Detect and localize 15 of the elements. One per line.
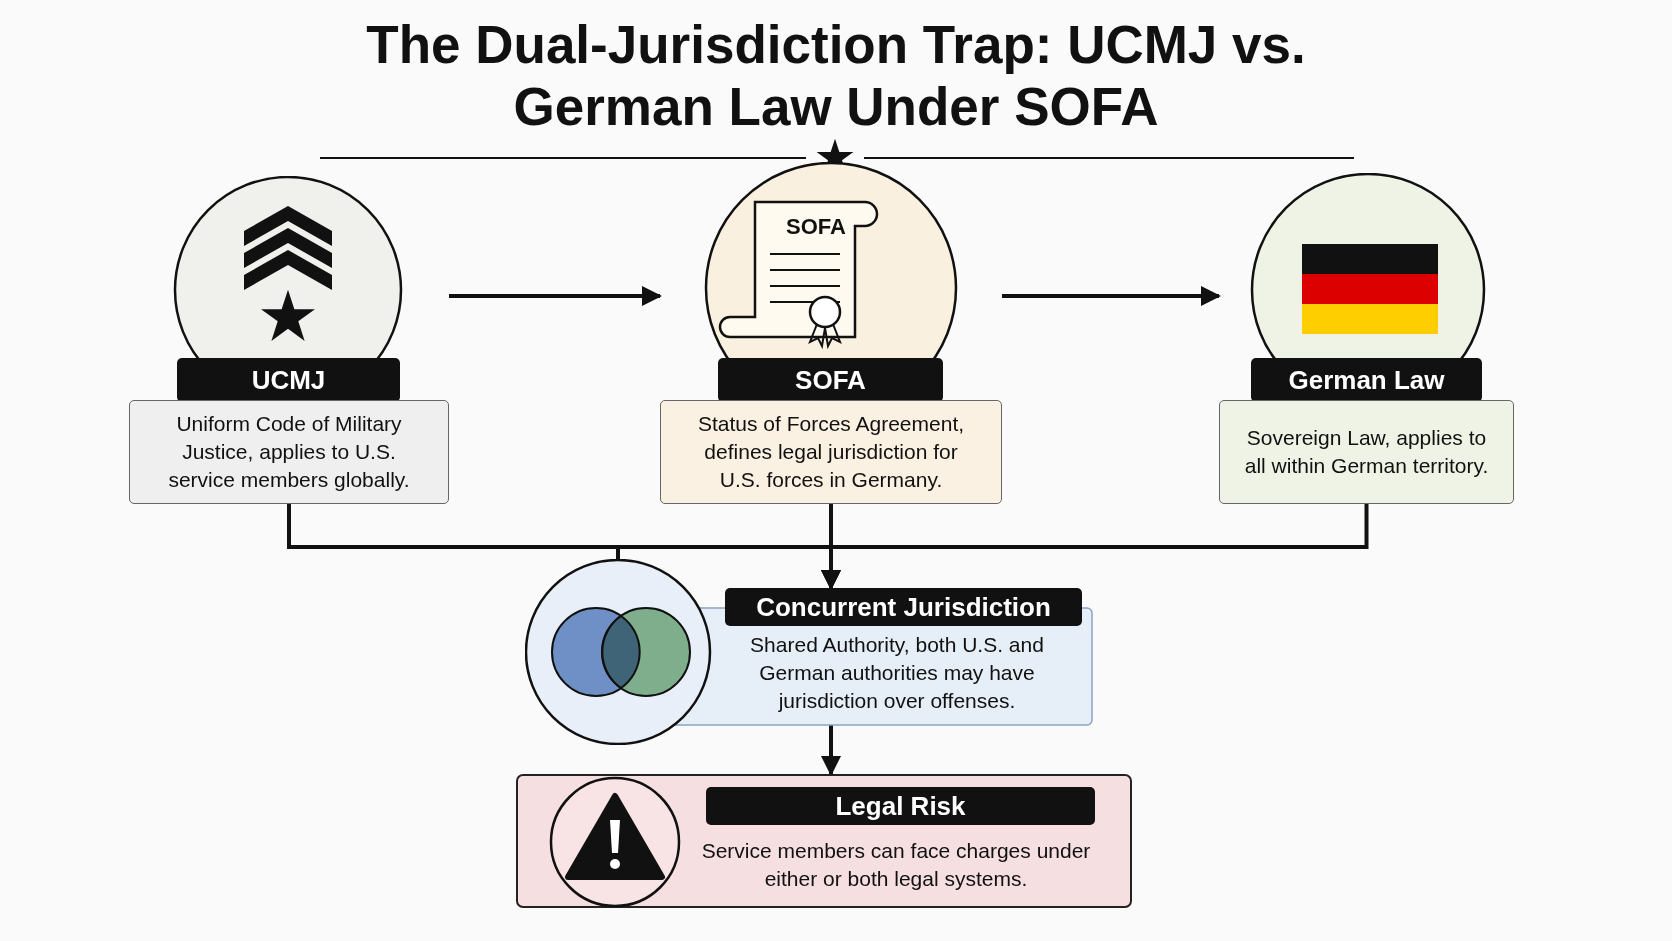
node-description: Service members can face charges under either or both legal systems. <box>700 838 1092 892</box>
title: The Dual-Jurisdiction Trap: UCMJ vs. German Law Under SOFA <box>365 14 1307 138</box>
node-title: Concurrent Jurisdiction <box>725 588 1082 626</box>
document-title: SOFA <box>785 214 847 241</box>
node-title: SOFA <box>718 358 943 402</box>
node-title: UCMJ <box>177 358 400 402</box>
node-description: Shared Authority, both U.S. and German authorities may have jurisdiction over offenses. <box>749 632 1045 714</box>
arrow <box>1002 286 1221 306</box>
arrow <box>449 286 662 306</box>
node-description: Sovereign Law, applies to all within German territory. <box>1219 400 1514 504</box>
node-description: Uniform Code of Military Justice, applies to U.S. service members globally. <box>129 400 449 504</box>
arrow <box>821 725 841 776</box>
node-description: Status of Forces Agreement, defines legal jurisdiction for U.S. forces in Germany. <box>660 400 1002 504</box>
node-title: Legal Risk <box>706 787 1095 825</box>
node-title: German Law <box>1251 358 1482 402</box>
